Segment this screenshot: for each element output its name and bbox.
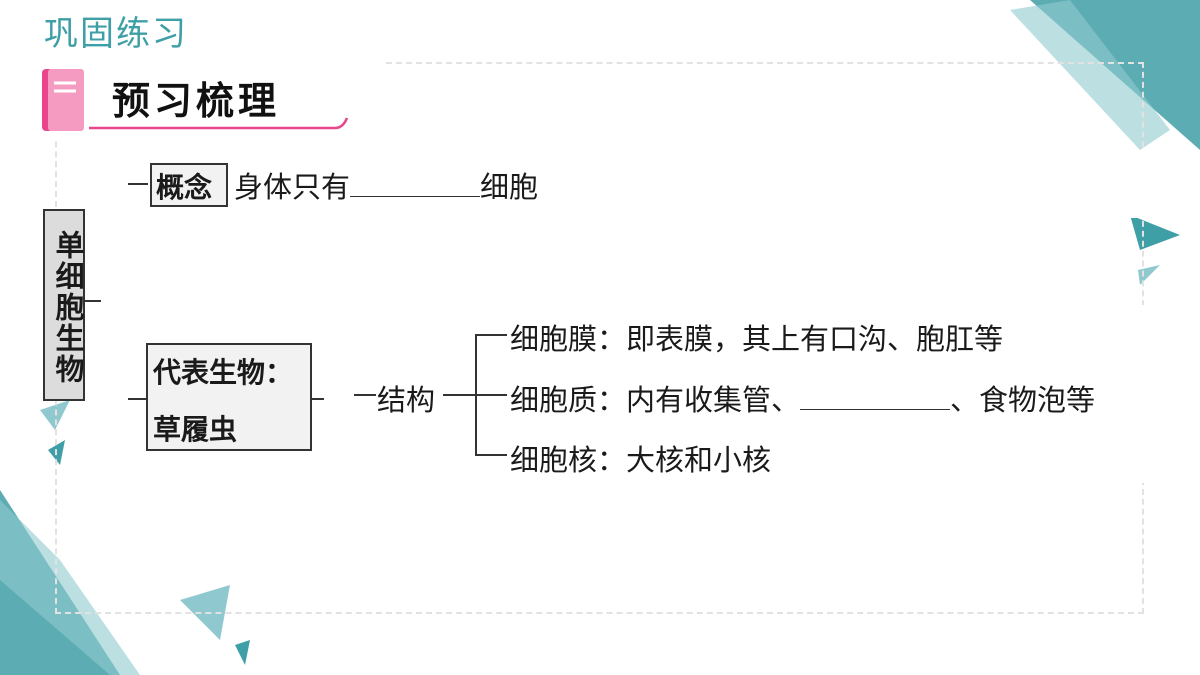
cytoplasm-detail-before: 内有收集管、: [626, 383, 801, 417]
concept-suffix: 细胞: [480, 170, 539, 204]
connector-root: [83, 300, 101, 302]
nucleus-name: 细胞核：: [510, 443, 627, 477]
structure-item-membrane: 细胞膜：即表膜，其上有口沟、胞肛等: [510, 316, 1003, 358]
root-label: 单细胞生物: [51, 229, 85, 385]
bracket-bottom: [475, 454, 507, 456]
concept-tag: 概念: [156, 171, 213, 204]
structure-item-cytoplasm: 细胞质：内有收集管、 、食物泡等: [510, 377, 1095, 419]
structure-item-nucleus: 细胞核：大核和小核: [510, 437, 771, 479]
concept-panel: [128, 150, 1168, 218]
connector-rep-out: [310, 398, 324, 400]
representative-line2: 草履虫: [153, 413, 238, 446]
representative-box: 代表生物： 草履虫: [146, 343, 312, 451]
membrane-name: 细胞膜：: [510, 322, 627, 356]
page-title: 巩固练习: [44, 14, 188, 54]
connector-structure-in: [354, 394, 376, 396]
section-title: 预习梳理: [112, 79, 281, 123]
section-underline: [89, 117, 349, 130]
cytoplasm-name: 细胞质：: [510, 383, 627, 417]
bracket-mid: [475, 394, 507, 396]
concept-tag-box: 概念: [150, 163, 228, 207]
connector-structure-out: [443, 394, 475, 396]
connector-rep: [128, 398, 146, 400]
root-node: 单细胞生物: [43, 209, 85, 401]
cytoplasm-detail-after: 、食物泡等: [950, 383, 1096, 417]
structure-label: 结构: [377, 383, 436, 417]
concept-text: 身体只有 细胞: [234, 164, 538, 206]
representative-line1: 代表生物：: [153, 356, 294, 389]
membrane-detail: 即表膜，其上有口沟、胞肛等: [626, 322, 1004, 356]
cytoplasm-blank[interactable]: [800, 409, 951, 410]
concept-blank[interactable]: [350, 196, 481, 197]
section-header: [30, 56, 385, 140]
book-icon: [42, 69, 84, 131]
concept-prefix: 身体只有: [234, 170, 351, 204]
bracket-top: [475, 334, 507, 336]
connector-concept: [128, 183, 148, 185]
nucleus-detail: 大核和小核: [626, 443, 772, 477]
